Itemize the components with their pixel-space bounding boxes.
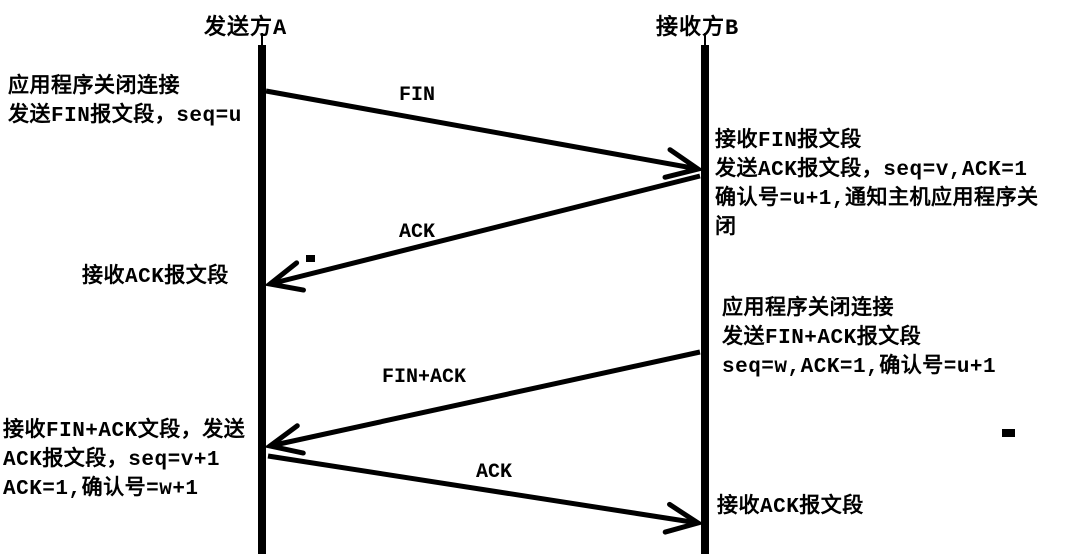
annotation-text: 接收FIN报文段 发送ACK报文段，seq=v,ACK=1 确认号=u+1,通知… [715, 130, 1039, 240]
message-arrow-fin-ack [270, 349, 701, 446]
actor-lifeline-B [701, 45, 709, 554]
message-label: FIN+ACK [381, 366, 467, 389]
message-label: ACK [475, 461, 513, 484]
actor-lifeline-stub-B [704, 33, 706, 46]
actor-title-B: 接收方B [656, 16, 740, 41]
annotation-text: 接收ACK报文段 [717, 496, 864, 519]
annotation-text: 接收FIN+ACK文段，发送 ACK报文段，seq=v+1 ACK=1,确认号=… [3, 420, 246, 501]
annotation-text: 应用程序关闭连接 发送FIN+ACK报文段 seq=w,ACK=1,确认号=u+… [722, 298, 997, 379]
actor-lifeline-A [258, 45, 266, 554]
stray-dash [1002, 429, 1015, 437]
stray-dot [306, 255, 315, 262]
message-arrow-ack [270, 173, 701, 284]
actor-lifeline-stub-A [261, 33, 263, 46]
message-arrow-ack [267, 453, 698, 523]
message-label: FIN [398, 84, 436, 107]
annotation-text: 应用程序关闭连接 发送FIN报文段，seq=u [8, 76, 242, 128]
annotation-text: 接收ACK报文段 [82, 266, 229, 289]
message-arrow-fin [265, 88, 698, 169]
actor-title-A: 发送方A [204, 16, 288, 41]
message-label: ACK [398, 221, 436, 244]
